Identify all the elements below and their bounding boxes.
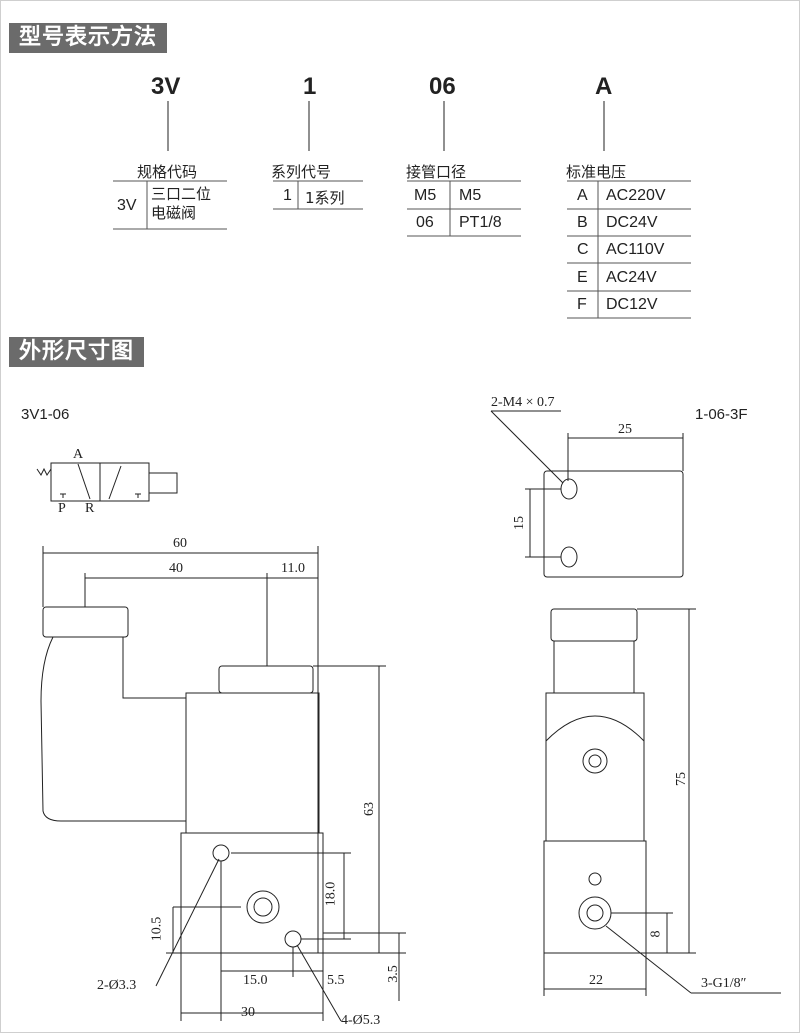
cell: B — [577, 214, 588, 231]
dim-60: 60 — [173, 536, 187, 551]
dim-40: 40 — [169, 561, 183, 576]
section-dimensions-header: 外形尺寸图 — [9, 337, 145, 367]
port-p-label: P — [58, 501, 66, 516]
port-callout: 3-G1/8″ — [701, 976, 747, 991]
cell: AC110V — [606, 241, 665, 258]
cell: 1 — [283, 187, 292, 204]
label-spec: 规格代码 — [137, 163, 198, 181]
port-a-label: A — [73, 447, 84, 462]
cell: E — [577, 269, 588, 286]
cell: AC220V — [606, 187, 666, 204]
dim-8: 8 — [648, 930, 664, 938]
cell: PT1/8 — [459, 214, 502, 231]
cell: F — [577, 296, 587, 313]
dim-15-0: 15.0 — [243, 973, 268, 988]
label-voltage: 标准电压 — [566, 163, 627, 181]
dim-10-5: 10.5 — [149, 916, 165, 942]
cell: A — [577, 187, 588, 204]
dim-30: 30 — [241, 1005, 255, 1020]
dim-63: 63 — [362, 802, 377, 816]
code-tables — [113, 180, 691, 319]
dim-5-5: 5.5 — [327, 973, 345, 988]
dim-11: 11.0 — [281, 561, 305, 576]
cell: DC24V — [606, 214, 658, 231]
dim-3-5: 3.5 — [385, 965, 401, 983]
cell: 3V — [117, 197, 137, 214]
dim-75: 75 — [674, 772, 689, 786]
cell: M5 — [459, 187, 482, 204]
label-series: 系列代号 — [271, 163, 332, 181]
cell: AC24V — [606, 269, 657, 286]
hole-callout-5-3: 4-Ø5.3 — [341, 1013, 381, 1028]
left-model-label: 3V1-06 — [21, 406, 70, 423]
code-voltage: A — [595, 73, 613, 100]
cell: DC12V — [606, 296, 658, 313]
code-leaders — [167, 101, 605, 151]
right-model-label: 1-06-3F — [695, 406, 748, 423]
thread-callout: 2-M4 × 0.7 — [491, 395, 555, 410]
cell: M5 — [414, 187, 437, 204]
cell: 1系列 — [305, 189, 345, 207]
dim-25: 25 — [618, 422, 632, 437]
right-plate-view — [490, 410, 684, 578]
dim-15: 15 — [512, 516, 527, 530]
cell: 三口二位电磁阀 — [151, 185, 212, 222]
dim-22: 22 — [589, 973, 603, 988]
code-spec: 3V — [151, 73, 181, 100]
left-valve-view — [40, 546, 406, 1022]
section-model-code-header: 型号表示方法 — [9, 23, 168, 53]
valve-symbol — [36, 462, 178, 502]
label-port: 接管口径 — [406, 163, 467, 181]
cell: C — [577, 241, 589, 258]
cell: 06 — [416, 214, 434, 231]
port-r-label: R — [85, 501, 95, 516]
code-port: 06 — [429, 73, 456, 100]
code-series: 1 — [303, 73, 317, 100]
hole-callout-3-3: 2-Ø3.3 — [97, 978, 137, 993]
dim-18: 18.0 — [323, 881, 339, 907]
right-side-view — [543, 608, 781, 996]
